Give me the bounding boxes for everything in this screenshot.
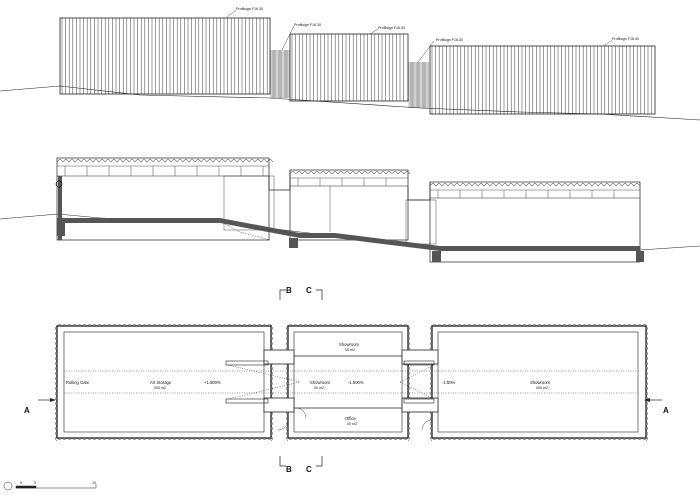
room-showroom-center: Showroom bbox=[310, 380, 331, 385]
section-mark-b-bottom: B bbox=[286, 465, 292, 474]
facade-block-3 bbox=[291, 34, 404, 101]
elevation-label-4: Profilsign F16.30 bbox=[436, 38, 463, 42]
section-mark-a-left: A bbox=[24, 406, 30, 415]
roof-insulation bbox=[56, 159, 641, 191]
facade-block-1-outline bbox=[59, 17, 271, 95]
scale-bar bbox=[3, 481, 97, 491]
facade-block-4 bbox=[408, 62, 429, 108]
section-mark-c-top: C bbox=[306, 286, 312, 295]
section-volume-3 bbox=[429, 181, 641, 263]
floor-plan bbox=[38, 289, 662, 467]
room-rolling-gate: Rolling Gate bbox=[66, 380, 90, 385]
facade-block-3-outline bbox=[289, 33, 409, 102]
elevation-view bbox=[0, 9, 700, 121]
section-volume-1 bbox=[56, 157, 270, 241]
room-art-storage: Art Storage bbox=[150, 380, 172, 385]
section-volume-2 bbox=[289, 169, 409, 241]
elevation-label-1: Profilsign F16.30 bbox=[236, 7, 263, 11]
scale-tick-1: 5 bbox=[34, 481, 36, 485]
room-showroom-center-area: 00 m2 bbox=[314, 386, 324, 390]
roof-wave-band bbox=[429, 183, 641, 187]
slope-left: +1.500% bbox=[204, 380, 221, 385]
section-mark-b-top: B bbox=[286, 286, 292, 295]
roof-wave-band bbox=[289, 171, 411, 175]
facade-block-2 bbox=[270, 50, 290, 98]
wall-volume-1 bbox=[56, 325, 272, 439]
elevation-label-3: Profilsign F16.30 bbox=[378, 26, 405, 30]
room-office: Office bbox=[345, 416, 357, 421]
slope-right: -1.50% bbox=[442, 380, 456, 385]
elevation-label-5: Profilsign F16.30 bbox=[612, 37, 639, 41]
scale-tick-2: 10 bbox=[92, 481, 96, 485]
wall-volume-3 bbox=[431, 325, 647, 439]
room-art-storage-area: 000 m2 bbox=[154, 386, 166, 390]
room-showroom-mid-top: Showroom bbox=[339, 342, 360, 347]
elevation-label-2: Profilsign F16.30 bbox=[294, 23, 321, 27]
section-mark-c-bottom: C bbox=[306, 465, 312, 474]
room-showroom-right-area: 000 m2 bbox=[536, 386, 548, 390]
room-showroom-right: Showroom bbox=[530, 380, 551, 385]
slope-center: -1.500% bbox=[348, 380, 364, 385]
facade-block-1 bbox=[61, 18, 268, 94]
section-mark-a-right: A bbox=[663, 406, 669, 415]
facade-block-5-outline bbox=[429, 45, 656, 115]
scale-tick-0: 0 bbox=[20, 481, 22, 485]
section-view bbox=[0, 157, 700, 263]
roof-wave-band bbox=[56, 159, 274, 163]
room-office-area: 00 m2 bbox=[347, 422, 357, 426]
facade-block-5 bbox=[431, 46, 652, 114]
room-showroom-mid-top-area: 00 m2 bbox=[345, 348, 355, 352]
rolling-gate-drum bbox=[55, 180, 63, 188]
floor-slab bbox=[57, 218, 640, 251]
wall-volume-2 bbox=[287, 325, 409, 439]
